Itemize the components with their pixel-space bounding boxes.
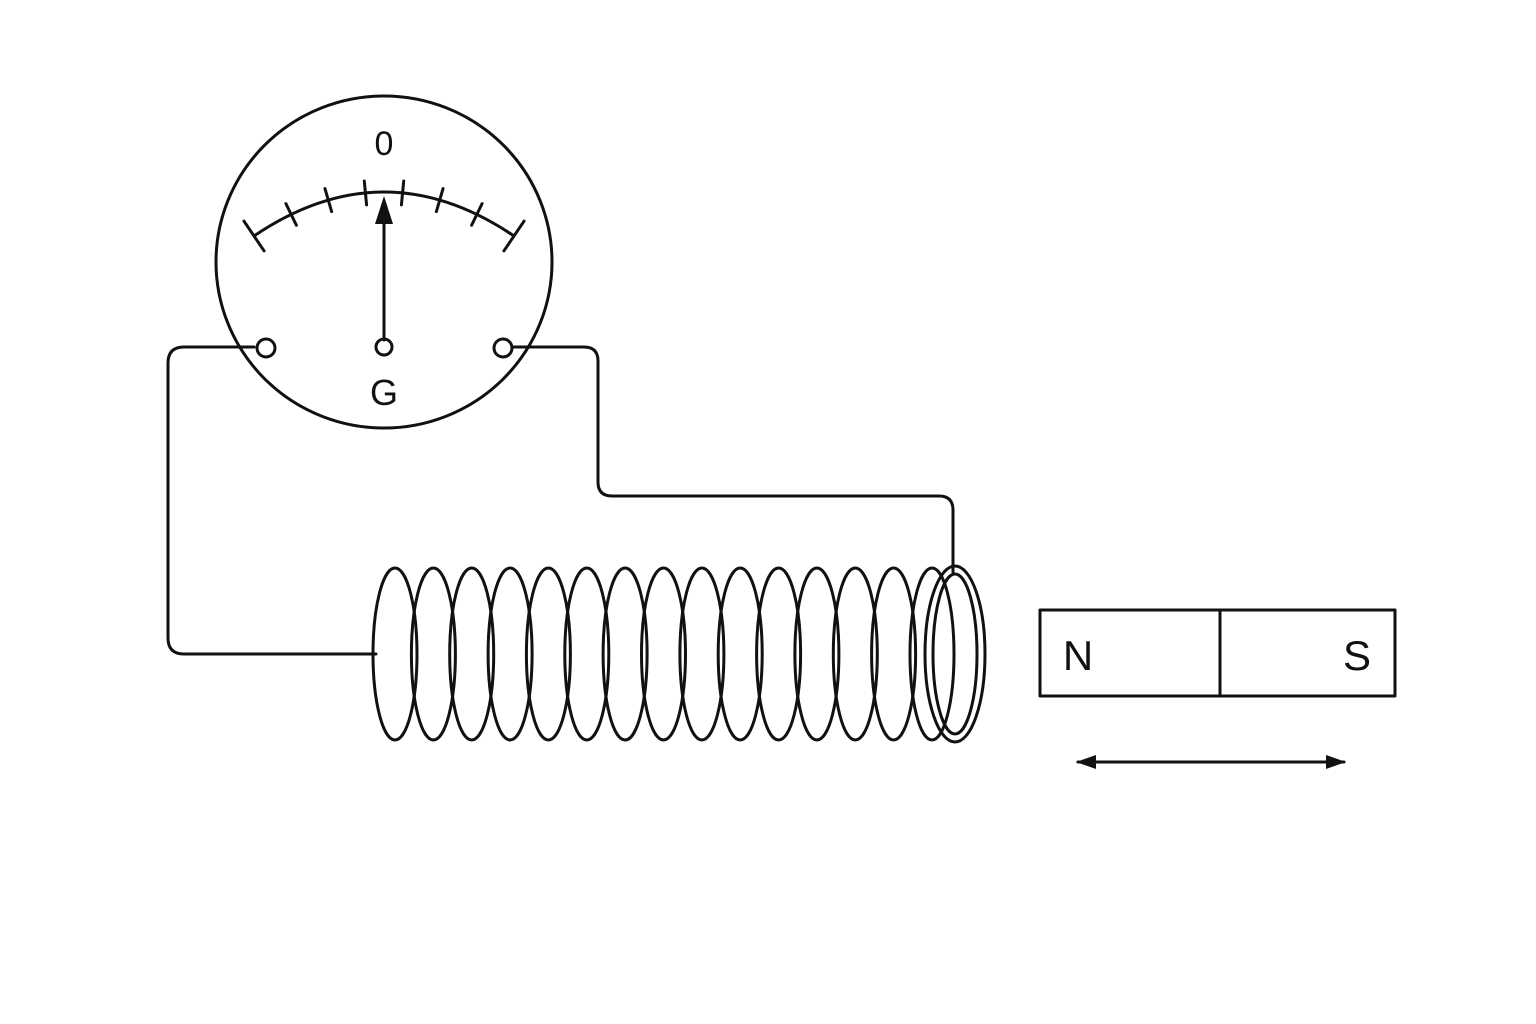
wire-right <box>512 345 955 574</box>
coil-turn <box>870 566 918 742</box>
coil-turn <box>640 566 687 742</box>
coil-end-opening <box>931 572 979 736</box>
terminal-right <box>492 337 514 359</box>
scale-tick <box>434 187 445 214</box>
coil <box>371 564 987 744</box>
coil-turn <box>371 566 419 742</box>
coil-turn <box>486 566 534 742</box>
coil-turn <box>793 566 841 742</box>
coil-turn <box>409 566 457 742</box>
scale-tick <box>323 187 334 214</box>
wire-left <box>166 345 378 656</box>
scale-tick <box>502 219 526 253</box>
scale-tick <box>362 179 369 207</box>
coil-turn <box>448 566 496 742</box>
magnet-south-label: S <box>1343 632 1371 679</box>
scale-tick <box>470 202 484 227</box>
coil-turn <box>678 566 726 742</box>
galvanometer-dial <box>214 94 554 430</box>
terminal-left <box>255 337 277 359</box>
circuit-wires <box>166 345 955 656</box>
magnet-north-label: N <box>1063 632 1093 679</box>
coil-turn <box>601 566 649 742</box>
scale-tick <box>284 202 298 227</box>
galvanometer-scale-arc <box>252 190 516 238</box>
coil-turn <box>831 566 879 742</box>
bar-magnet: N S <box>1038 608 1397 698</box>
coil-turn <box>908 566 956 742</box>
galvanometer-needle <box>375 196 393 342</box>
coil-turn <box>563 566 611 742</box>
scale-tick <box>242 219 266 253</box>
galvanometer-zero-label: 0 <box>375 125 394 163</box>
scale-tick <box>399 179 406 207</box>
galvanometer-scale-ticks <box>242 179 526 253</box>
coil-turn <box>524 566 572 742</box>
galvanometer: 0 G <box>214 94 554 430</box>
coil-turn <box>755 566 803 742</box>
coil-turn <box>716 566 764 742</box>
needle-pivot <box>374 337 394 357</box>
galvanometer-symbol: G <box>370 372 398 413</box>
coil-end-rim <box>923 564 987 744</box>
magnet-body <box>1038 608 1397 698</box>
